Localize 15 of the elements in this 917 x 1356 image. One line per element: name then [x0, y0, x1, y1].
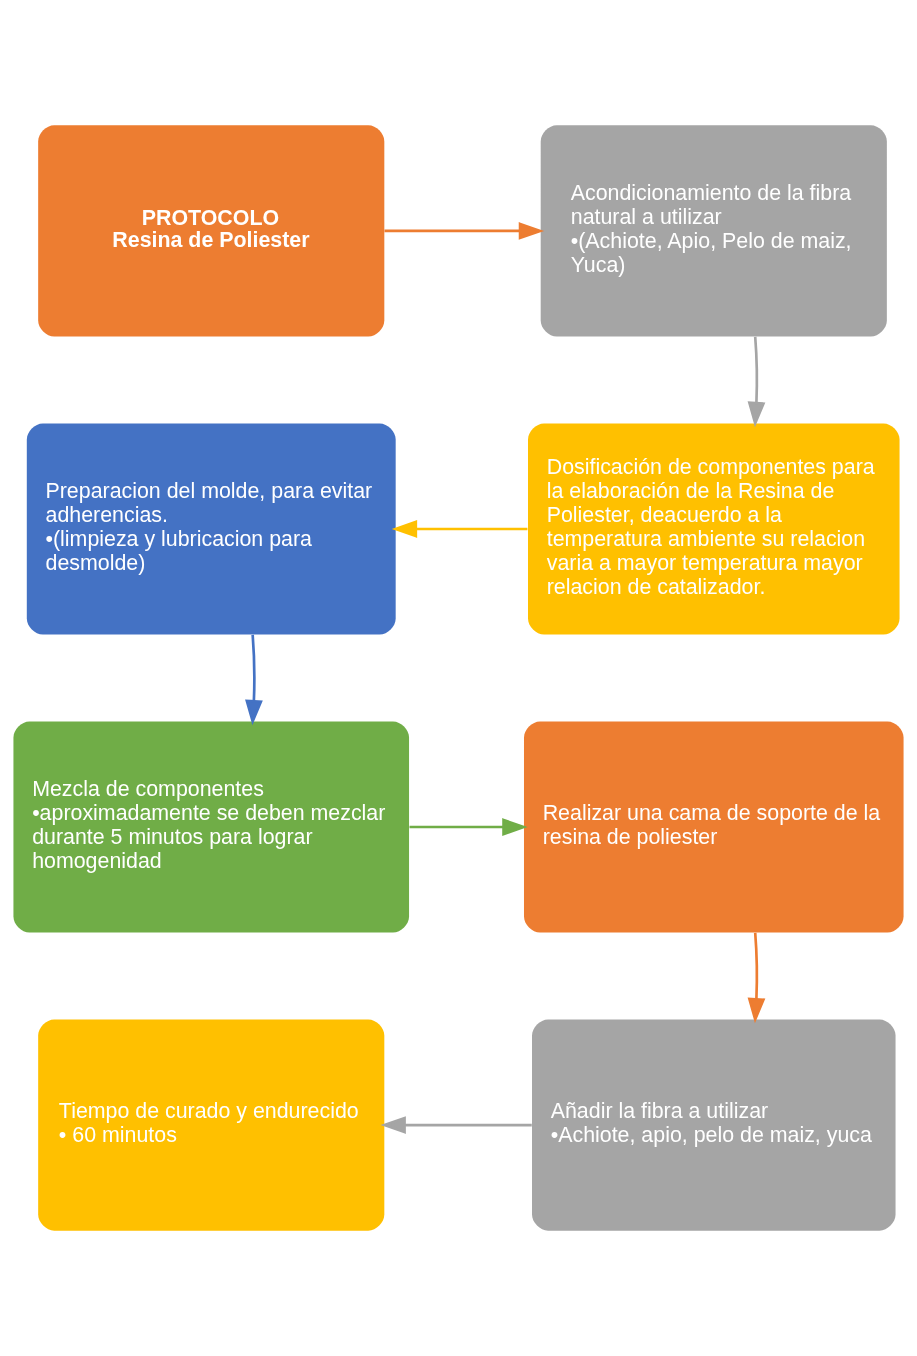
- node-box: Realizar una cama de soporte de la resina de poliester: [524, 721, 904, 933]
- node-box: Mezcla de componentes •aproximadamente se deben mezclar durante 5 minutos para lograr homogenidad: [13, 721, 410, 933]
- arrow: [391, 520, 528, 538]
- arrow: [380, 1116, 532, 1134]
- node-box: Tiempo de curado y endurecido • 60 minutos: [38, 1019, 385, 1231]
- arrow: [747, 336, 766, 428]
- node-box: Añadir la fibra a utilizar •Achiote, apio, pelo de maiz, yuca: [532, 1019, 896, 1231]
- arrow: [747, 932, 766, 1024]
- arrow: [384, 222, 545, 240]
- node-box: Dosificación de componentes para la elaboración de la Resina de Poliester, deacuerdo a la temperatura ambiente su relacion varia a mayor temperatura mayor relacion de catalizador.: [528, 423, 900, 635]
- arrow: [245, 634, 263, 726]
- node-box: PROTOCOLO Resina de Poliester: [38, 125, 385, 337]
- arrow: [409, 818, 528, 836]
- node-box: Preparacion del molde, para evitar adherencias. •(limpieza y lubricacion para desmolde): [26, 423, 396, 635]
- node-box: Acondicionamiento de la fibra natural a utilizar •(Achiote, Apio, Pelo de maiz, Yuca): [540, 125, 887, 337]
